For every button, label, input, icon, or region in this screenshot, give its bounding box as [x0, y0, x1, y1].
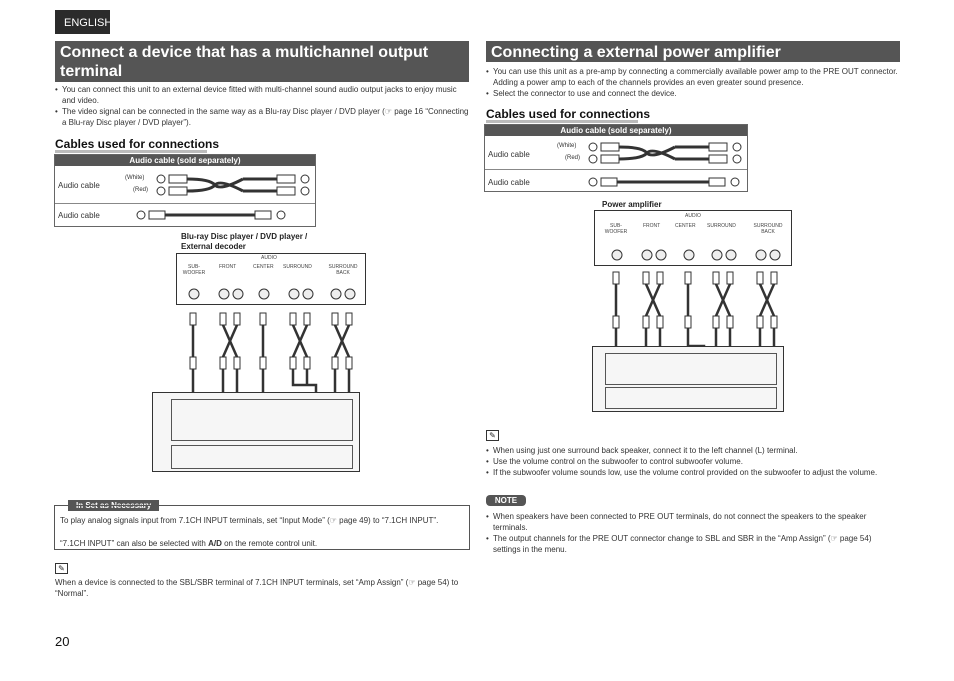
right-cable-table-header: Audio cable (sold separately) [485, 125, 747, 136]
right-col-center: CENTER [675, 223, 696, 229]
left-source-device: AUDIO SUB-WOOFER FRONT CENTER SURROUND S… [176, 253, 366, 305]
right-device-jacks [595, 245, 793, 265]
left-note-text: When a device is connected to the SBL/SB… [55, 577, 469, 599]
left-intro: You can connect this unit to an external… [55, 84, 469, 128]
right-receiver-rear-panel [592, 346, 784, 412]
right-pencil-note-icon: ✎ [486, 430, 499, 441]
right-stereo-cable-icon [587, 139, 747, 169]
note-2: The output channels for the PRE OUT conn… [486, 533, 900, 555]
right-cables-heading: Cables used for connections [486, 107, 650, 121]
necessary-line-2-prefix: “7.1CH INPUT” can also be selected with [60, 539, 206, 548]
left-receiver-input-block [171, 399, 353, 441]
left-col-subwoofer: SUB-WOOFER [181, 264, 207, 276]
right-receiver-preout-block [605, 353, 777, 385]
tip-2: Use the volume control on the subwoofer … [486, 456, 900, 467]
left-device-audio-label: AUDIO [261, 255, 277, 261]
left-receiver-rear-panel [152, 392, 360, 472]
right-col-subwoofer: SUB-WOOFER [601, 223, 631, 235]
right-cable-table: Audio cable (sold separately) Audio cabl… [484, 124, 748, 192]
left-cable-row-stereo: Audio cable (White) (Red) [55, 167, 315, 204]
language-tab: ENGLISH [55, 10, 110, 34]
right-col-surround-back: SURROUND BACK [749, 223, 787, 235]
left-white-label: (White) [125, 175, 144, 181]
right-cable-row2-label: Audio cable [488, 178, 530, 187]
right-receiver-lower-block [605, 387, 777, 409]
necessary-box: To play analog signals input from 7.1CH … [54, 505, 470, 550]
necessary-line-1: To play analog signals input from 7.1CH … [60, 515, 465, 526]
left-cable-row-mono: Audio cable [55, 204, 315, 226]
left-cable-table-header: Audio cable (sold separately) [55, 155, 315, 166]
right-tips: When using just one surround back speake… [486, 445, 900, 478]
left-heading-underline [55, 150, 207, 153]
left-cable-row1-label: Audio cable [58, 181, 100, 190]
left-device-label: Blu-ray Disc player / DVD player / Exter… [181, 232, 331, 252]
necessary-line-2-suffix: on the remote control unit. [224, 539, 317, 548]
right-white-label: (White) [557, 143, 576, 149]
pencil-note-icon: ✎ [55, 563, 68, 574]
right-bullet-1: You can use this unit as a pre-amp by co… [486, 66, 900, 88]
tip-3: If the subwoofer volume sounds low, use … [486, 467, 900, 478]
left-cables-heading: Cables used for connections [55, 137, 219, 151]
tip-1: When using just one surround back speake… [486, 445, 900, 456]
necessary-line-2: “7.1CH INPUT” can also be selected with … [60, 538, 465, 549]
right-notes: When speakers have been connected to PRE… [486, 511, 900, 555]
left-receiver-lower-block [171, 445, 353, 469]
page-number: 20 [55, 634, 69, 649]
right-section-title: Connecting a external power amplifier [486, 41, 900, 62]
right-cable-row1-label: Audio cable [488, 150, 530, 159]
left-col-front: FRONT [219, 264, 236, 270]
left-col-surround-back: SURROUND BACK [325, 264, 361, 276]
power-amplifier-device: AUDIO SUB-WOOFER FRONT CENTER SURROUND S… [594, 210, 792, 266]
right-mono-cable-icon [585, 175, 745, 189]
right-red-label: (Red) [565, 155, 580, 161]
left-red-label: (Red) [133, 187, 148, 193]
right-col-surround: SURROUND [707, 223, 736, 229]
ad-key: A/D [208, 539, 222, 548]
right-intro: You can use this unit as a pre-amp by co… [486, 66, 900, 99]
left-col-center: CENTER [253, 264, 274, 270]
right-heading-underline [486, 120, 638, 123]
right-cable-row-stereo: Audio cable (White) (Red) [485, 137, 747, 170]
right-cable-row-mono: Audio cable [485, 170, 747, 192]
left-section-title: Connect a device that has a multichannel… [55, 41, 469, 82]
note-1: When speakers have been connected to PRE… [486, 511, 900, 533]
right-col-front: FRONT [643, 223, 660, 229]
left-stereo-cable-icon [155, 171, 315, 201]
left-cable-table: Audio cable (sold separately) Audio cabl… [54, 154, 316, 227]
left-cable-row2-label: Audio cable [58, 211, 100, 220]
right-device-label: Power amplifier [602, 200, 662, 209]
left-bullet-2: The video signal can be connected in the… [55, 106, 469, 128]
note-label: NOTE [486, 495, 526, 506]
right-bullet-2: Select the connector to use and connect … [486, 88, 900, 99]
left-bullet-1: You can connect this unit to an external… [55, 84, 469, 106]
left-col-surround: SURROUND [283, 264, 312, 270]
right-device-audio-label: AUDIO [685, 213, 701, 219]
left-mono-cable-icon [135, 208, 295, 222]
left-device-jacks [177, 284, 367, 304]
